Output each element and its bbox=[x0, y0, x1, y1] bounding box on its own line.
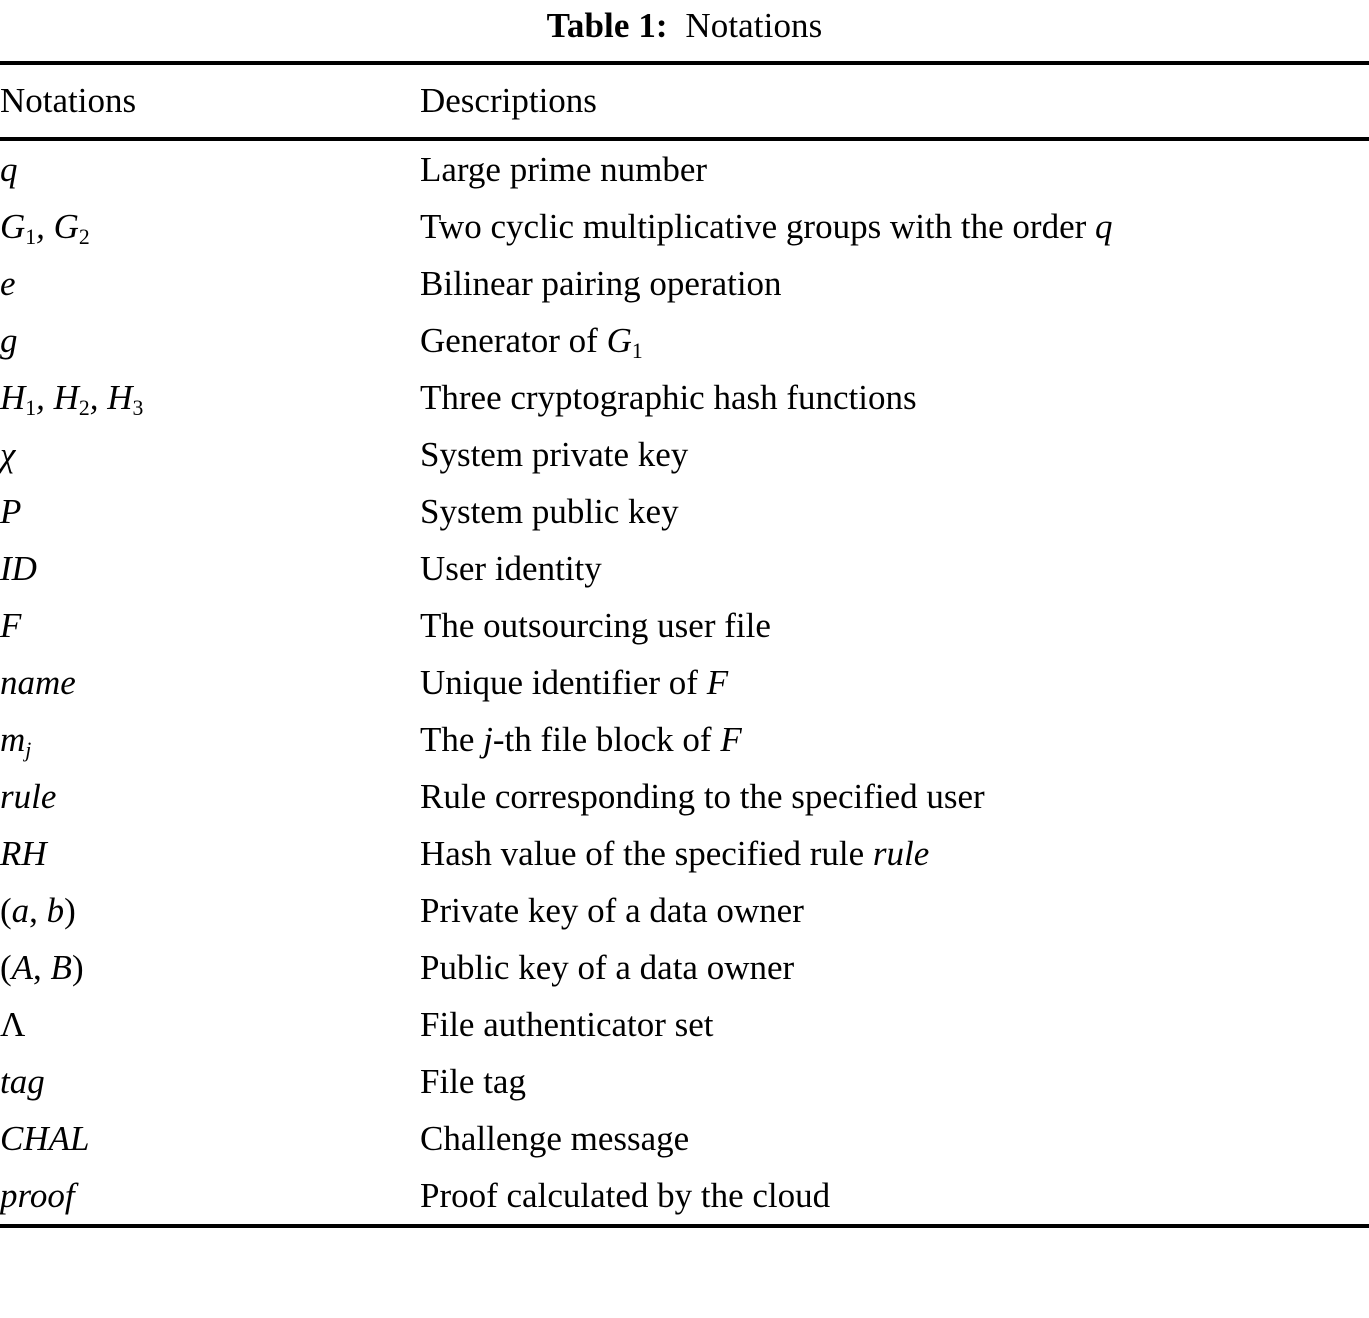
description-cell: Generator of G1 bbox=[420, 321, 643, 364]
description-cell: Rule corresponding to the specified user bbox=[420, 777, 985, 816]
description-cell: Challenge message bbox=[420, 1119, 690, 1158]
description-cell: File tag bbox=[420, 1062, 526, 1101]
table-row: ID User identity bbox=[0, 540, 1369, 597]
notation-cell: rule bbox=[0, 777, 57, 816]
notation-cell: g bbox=[0, 321, 18, 360]
table-row: mj The j-th file block of F bbox=[0, 711, 1369, 768]
table-caption: Table 1: Notations bbox=[0, 0, 1369, 48]
notation-cell: (A, B) bbox=[0, 948, 84, 987]
table-row: g Generator of G1 bbox=[0, 312, 1369, 369]
chi-symbol: χ bbox=[0, 435, 16, 474]
table-row: Λ File authenticator set bbox=[0, 996, 1369, 1053]
table-row: (A, B) Public key of a data owner bbox=[0, 939, 1369, 996]
column-header-descriptions: Descriptions bbox=[420, 81, 597, 120]
notation-cell: χ bbox=[0, 426, 420, 483]
description-cell: Unique identifier of F bbox=[420, 663, 729, 702]
description-cell: Private key of a data owner bbox=[420, 891, 804, 930]
table-row: P System public key bbox=[0, 483, 1369, 540]
notation-cell: mj bbox=[0, 720, 32, 763]
table-row: proof Proof calculated by the cloud bbox=[0, 1167, 1369, 1224]
notation-cell: name bbox=[0, 663, 76, 702]
table-row: rule Rule corresponding to the specified… bbox=[0, 768, 1369, 825]
notation-cell: Λ bbox=[0, 996, 420, 1053]
description-cell: Large prime number bbox=[420, 150, 708, 189]
table-row: q Large prime number bbox=[0, 141, 1369, 198]
table-row: H1, H2, H3 Three cryptographic hash func… bbox=[0, 369, 1369, 426]
notation-cell: (a, b) bbox=[0, 891, 76, 930]
description-cell: System private key bbox=[420, 435, 689, 474]
column-header-notations: Notations bbox=[0, 81, 137, 120]
description-cell: File authenticator set bbox=[420, 1005, 714, 1044]
table-top-rule bbox=[0, 61, 1369, 65]
description-cell: Two cyclic multiplicative groups with th… bbox=[420, 207, 1113, 246]
description-cell: Hash value of the specified rule rule bbox=[420, 834, 930, 873]
table-row: χ System private key bbox=[0, 426, 1369, 483]
description-cell: Public key of a data owner bbox=[420, 948, 795, 987]
table-row: G1, G2 Two cyclic multiplicative groups … bbox=[0, 198, 1369, 255]
notation-cell: q bbox=[0, 150, 18, 189]
notation-cell: H1, H2, H3 bbox=[0, 378, 144, 421]
table-row: F The outsourcing user file bbox=[0, 597, 1369, 654]
notation-cell: G1, G2 bbox=[0, 207, 90, 250]
description-cell: The outsourcing user file bbox=[420, 606, 771, 645]
notation-cell: ID bbox=[0, 549, 37, 588]
notation-cell: F bbox=[0, 606, 22, 645]
description-cell: Proof calculated by the cloud bbox=[420, 1176, 831, 1215]
description-cell: The j-th file block of F bbox=[420, 720, 742, 759]
notation-cell: tag bbox=[0, 1062, 45, 1101]
lambda-symbol: Λ bbox=[0, 1005, 26, 1044]
notations-body-table: q Large prime number G1, G2 Two cyclic m… bbox=[0, 141, 1369, 1224]
table-caption-label: Table 1: bbox=[546, 6, 668, 45]
table-header-rule bbox=[0, 137, 1369, 141]
notation-cell: CHAL bbox=[0, 1119, 90, 1158]
table-bottom-rule bbox=[0, 1224, 1369, 1228]
table-caption-text: Notations bbox=[685, 6, 823, 45]
notation-cell: proof bbox=[0, 1176, 75, 1215]
table-row: tag File tag bbox=[0, 1053, 1369, 1110]
description-cell: Three cryptographic hash functions bbox=[420, 378, 917, 417]
table-header-row: Notations Descriptions bbox=[0, 65, 1369, 137]
notation-cell: P bbox=[0, 492, 22, 531]
table-row: e Bilinear pairing operation bbox=[0, 255, 1369, 312]
notation-cell: RH bbox=[0, 834, 47, 873]
table-row: CHAL Challenge message bbox=[0, 1110, 1369, 1167]
description-cell: User identity bbox=[420, 549, 602, 588]
notations-table: Notations Descriptions bbox=[0, 65, 1369, 137]
notation-cell: e bbox=[0, 264, 16, 303]
table-row: (a, b) Private key of a data owner bbox=[0, 882, 1369, 939]
description-cell: Bilinear pairing operation bbox=[420, 264, 782, 303]
table-row: RH Hash value of the specified rule rule bbox=[0, 825, 1369, 882]
description-cell: System public key bbox=[420, 492, 679, 531]
table-row: name Unique identifier of F bbox=[0, 654, 1369, 711]
